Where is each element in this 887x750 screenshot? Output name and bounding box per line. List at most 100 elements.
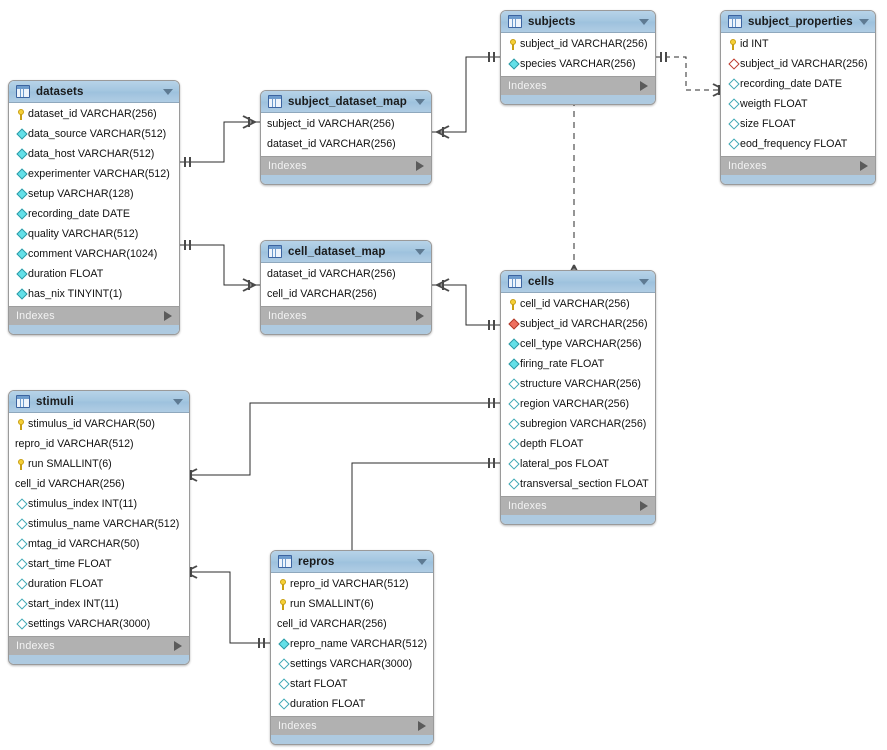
column-diamond-icon [277, 658, 290, 670]
column-row[interactable]: cell_id VARCHAR(256) [261, 284, 431, 304]
column-row[interactable]: run SMALLINT(6) [9, 454, 189, 474]
chevron-down-icon[interactable] [163, 88, 173, 95]
column-row[interactable]: cell_id VARCHAR(256) [9, 474, 189, 494]
table-header[interactable]: cells [501, 271, 655, 293]
column-row[interactable]: recording_date DATE [9, 204, 179, 224]
column-row[interactable]: start FLOAT [271, 674, 433, 694]
chevron-right-icon[interactable] [860, 161, 868, 171]
column-row[interactable]: subregion VARCHAR(256) [501, 414, 655, 434]
chevron-down-icon[interactable] [173, 398, 183, 405]
column-row[interactable]: repro_name VARCHAR(512) [271, 634, 433, 654]
column-row[interactable]: duration FLOAT [9, 264, 179, 284]
column-label: repro_id VARCHAR(512) [290, 578, 409, 590]
table-repros[interactable]: repros repro_id VARCHAR(512) run SMALLINT(… [270, 550, 434, 745]
indexes-section[interactable]: Indexes [501, 496, 655, 515]
chevron-right-icon[interactable] [174, 641, 182, 651]
column-glyph [15, 248, 28, 260]
column-row[interactable]: size FLOAT [721, 114, 875, 134]
table-header[interactable]: datasets [9, 81, 179, 103]
column-row[interactable]: stimulus_name VARCHAR(512) [9, 514, 189, 534]
column-row[interactable]: dataset_id VARCHAR(256) [9, 104, 179, 124]
column-row[interactable]: lateral_pos FLOAT [501, 454, 655, 474]
column-row[interactable]: duration FLOAT [9, 574, 189, 594]
column-row[interactable]: depth FLOAT [501, 434, 655, 454]
column-row[interactable]: firing_rate FLOAT [501, 354, 655, 374]
chevron-down-icon[interactable] [639, 278, 649, 285]
indexes-section[interactable]: Indexes [721, 156, 875, 175]
column-row[interactable]: start_time FLOAT [9, 554, 189, 574]
table-header[interactable]: subject_properties [721, 11, 875, 33]
chevron-right-icon[interactable] [164, 311, 172, 321]
column-row[interactable]: subject_id VARCHAR(256) [261, 114, 431, 134]
column-glyph [15, 268, 28, 280]
chevron-down-icon[interactable] [417, 558, 427, 565]
column-row[interactable]: repro_id VARCHAR(512) [9, 434, 189, 454]
column-diamond-icon [15, 148, 28, 160]
column-row[interactable]: cell_type VARCHAR(256) [501, 334, 655, 354]
chevron-right-icon[interactable] [416, 311, 424, 321]
chevron-right-icon[interactable] [418, 721, 426, 731]
column-row[interactable]: transversal_section FLOAT [501, 474, 655, 494]
column-row[interactable]: cell_id VARCHAR(256) [501, 294, 655, 314]
column-row[interactable]: repro_id VARCHAR(512) [271, 574, 433, 594]
column-row[interactable]: data_host VARCHAR(512) [9, 144, 179, 164]
column-row[interactable]: duration FLOAT [271, 694, 433, 714]
column-row[interactable]: setup VARCHAR(128) [9, 184, 179, 204]
indexes-section[interactable]: Indexes [9, 306, 179, 325]
chevron-down-icon[interactable] [859, 18, 869, 25]
column-row[interactable]: id INT [721, 34, 875, 54]
column-label: dataset_id VARCHAR(256) [267, 138, 396, 150]
column-row[interactable]: stimulus_index INT(11) [9, 494, 189, 514]
column-row[interactable]: eod_frequency FLOAT [721, 134, 875, 154]
chevron-right-icon[interactable] [640, 81, 648, 91]
column-row[interactable]: region VARCHAR(256) [501, 394, 655, 414]
column-row[interactable]: comment VARCHAR(1024) [9, 244, 179, 264]
table-header[interactable]: subject_dataset_map [261, 91, 431, 113]
chevron-right-icon[interactable] [416, 161, 424, 171]
indexes-section[interactable]: Indexes [501, 76, 655, 95]
table-header[interactable]: repros [271, 551, 433, 573]
column-row[interactable]: settings VARCHAR(3000) [9, 614, 189, 634]
column-row[interactable]: quality VARCHAR(512) [9, 224, 179, 244]
column-row[interactable]: cell_id VARCHAR(256) [271, 614, 433, 634]
indexes-section[interactable]: Indexes [9, 636, 189, 655]
indexes-section[interactable]: Indexes [261, 306, 431, 325]
indexes-section[interactable]: Indexes [261, 156, 431, 175]
column-row[interactable]: settings VARCHAR(3000) [271, 654, 433, 674]
indexes-section[interactable]: Indexes [271, 716, 433, 735]
column-row[interactable]: subject_id VARCHAR(256) [501, 34, 655, 54]
table-header[interactable]: subjects [501, 11, 655, 33]
column-row[interactable]: data_source VARCHAR(512) [9, 124, 179, 144]
column-row[interactable]: species VARCHAR(256) [501, 54, 655, 74]
column-row[interactable]: run SMALLINT(6) [271, 594, 433, 614]
column-row[interactable]: structure VARCHAR(256) [501, 374, 655, 394]
column-row[interactable]: subject_id VARCHAR(256) [721, 54, 875, 74]
table-header[interactable]: cell_dataset_map [261, 241, 431, 263]
column-row[interactable]: subject_id VARCHAR(256) [501, 314, 655, 334]
column-row[interactable]: dataset_id VARCHAR(256) [261, 134, 431, 154]
column-row[interactable]: recording_date DATE [721, 74, 875, 94]
chevron-down-icon[interactable] [415, 98, 425, 105]
column-row[interactable]: mtag_id VARCHAR(50) [9, 534, 189, 554]
column-row[interactable]: weigth FLOAT [721, 94, 875, 114]
column-row[interactable]: stimulus_id VARCHAR(50) [9, 414, 189, 434]
chevron-right-icon[interactable] [640, 501, 648, 511]
column-diamond-icon [15, 558, 28, 570]
column-row[interactable]: experimenter VARCHAR(512) [9, 164, 179, 184]
column-row[interactable]: start_index INT(11) [9, 594, 189, 614]
column-label: weigth FLOAT [740, 98, 808, 110]
column-row[interactable]: has_nix TINYINT(1) [9, 284, 179, 304]
chevron-down-icon[interactable] [415, 248, 425, 255]
chevron-down-icon[interactable] [639, 18, 649, 25]
column-row[interactable]: dataset_id VARCHAR(256) [261, 264, 431, 284]
table-header[interactable]: stimuli [9, 391, 189, 413]
column-diamond-icon [727, 118, 740, 130]
